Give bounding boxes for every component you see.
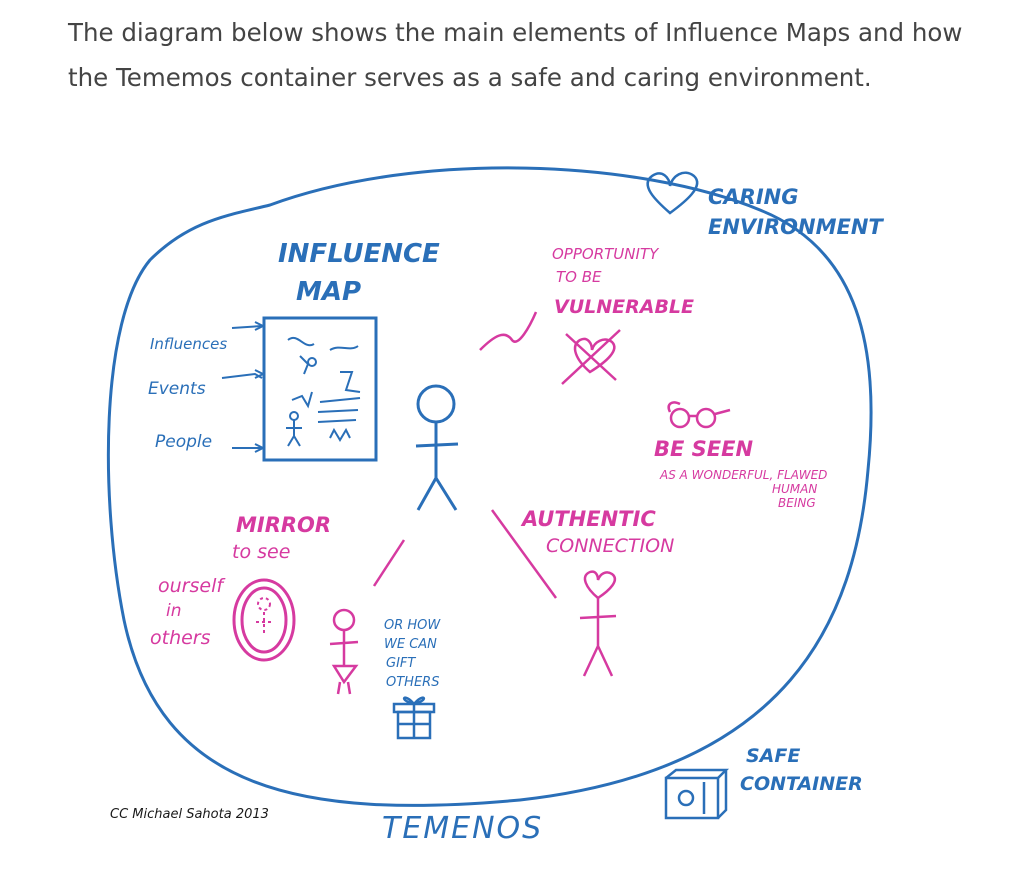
safe-label-2: CONTAINER [740,773,863,795]
authentic-label-2: CONNECTION [546,535,674,557]
central-person-figure [415,384,459,511]
gift-label-2: WE CAN [384,637,437,652]
mirror-label-1: MIRROR [236,513,331,537]
gift-label-4: OTHERS [386,675,439,690]
people-label: People [155,432,212,452]
gift-icon [392,696,436,740]
opportunity-label-2: TO BE [556,268,602,286]
safe-label-1: SAFE [746,745,800,767]
temenos-circle [106,166,873,807]
caring-label-1: CARING [708,185,798,209]
gift-label-3: GIFT [386,656,416,671]
events-label: Events [148,379,206,399]
vulnerable-label: VULNERABLE [554,296,694,318]
wonderful-label: AS A WONDERFUL, FLAWED [659,468,827,482]
opportunity-label-1: OPPORTUNITY [552,245,660,263]
human-label: HUMAN [772,482,817,496]
mirror-label-3: ourself [158,575,226,597]
influence-map-frame [262,316,378,462]
authentic-label-1: AUTHENTIC [520,507,656,531]
mirror-label-2: to see [232,541,290,563]
mirror-person-figure [329,608,359,695]
influences-label: Influences [150,335,227,353]
gift-label-1: OR HOW [384,618,441,633]
mirror-icon [232,578,296,662]
be-seen-label: BE SEEN [654,437,753,461]
safe-icon [664,768,730,820]
connection-person-figure [579,570,617,677]
caring-label-2: ENVIRONMENT [708,215,884,239]
temenos-label: TEMENOS [382,811,543,846]
heart-icon [646,171,699,215]
broken-heart-icon [561,329,621,385]
mirror-label-4: in [166,601,182,621]
glasses-icon [667,401,731,429]
intro-paragraph: The diagram below shows the main element… [68,18,963,92]
influence-map-title-2: MAP [296,277,361,307]
credit-label: CC Michael Sahota 2013 [110,807,269,822]
being-label: BEING [778,496,816,510]
influence-map-title-1: INFLUENCE [278,239,440,269]
mirror-label-5: others [150,627,211,649]
